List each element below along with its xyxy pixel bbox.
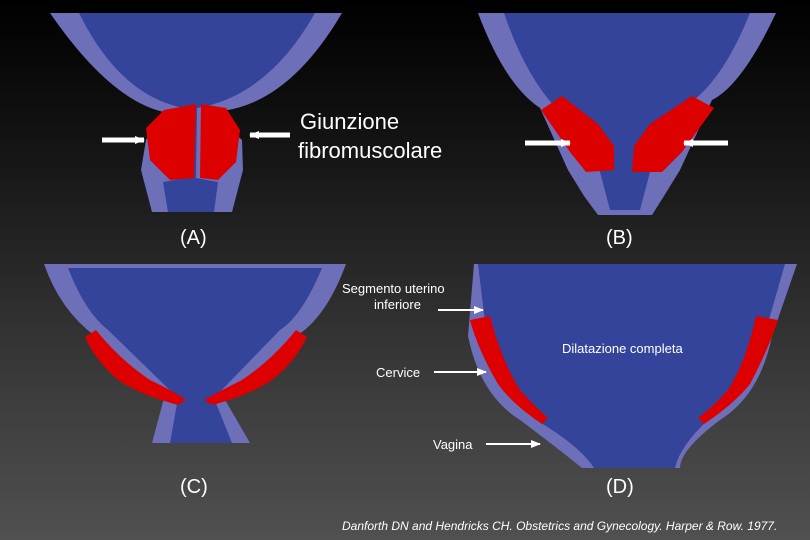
panel-d-label: (D) [606,476,634,498]
lower-segment-label-line1: Segmento uterino [342,281,445,296]
panel-b: (B) [478,13,776,249]
panel-b-fibromuscular-right [632,96,714,172]
panel-a-label: (A) [180,227,207,249]
panel-a: (A) [50,13,342,249]
panel-c-fibromuscular-right [204,330,307,405]
panel-c-fibromuscular-left [85,330,186,405]
junction-label-line2: fibromuscolare [298,138,442,163]
panel-d-fibromuscular-left [470,316,548,424]
panel-b-label: (B) [606,227,633,249]
panel-b-fibromuscular-left [541,96,614,172]
full-dilation-label: Dilatazione completa [562,341,683,356]
panel-a-fibromuscular-left [146,104,196,180]
panel-b-cavity [504,13,750,210]
panel-a-cavity [79,13,315,212]
lower-segment-label-line2: inferiore [374,297,421,312]
panel-d-fibromuscular-right [698,316,778,424]
vagina-label: Vagina [433,437,473,452]
panel-c: (C) [44,264,346,498]
panel-c-label: (C) [180,476,208,498]
panel-d: (D) [434,264,797,498]
citation: Danforth DN and Hendricks CH. Obstetrics… [342,519,777,533]
panel-c-cavity [68,268,322,443]
junction-label-line1: Giunzione [300,109,399,134]
panel-a-fibromuscular-right [200,104,240,180]
panel-d-cavity [478,264,785,468]
cervix-label: Cervice [376,365,420,380]
